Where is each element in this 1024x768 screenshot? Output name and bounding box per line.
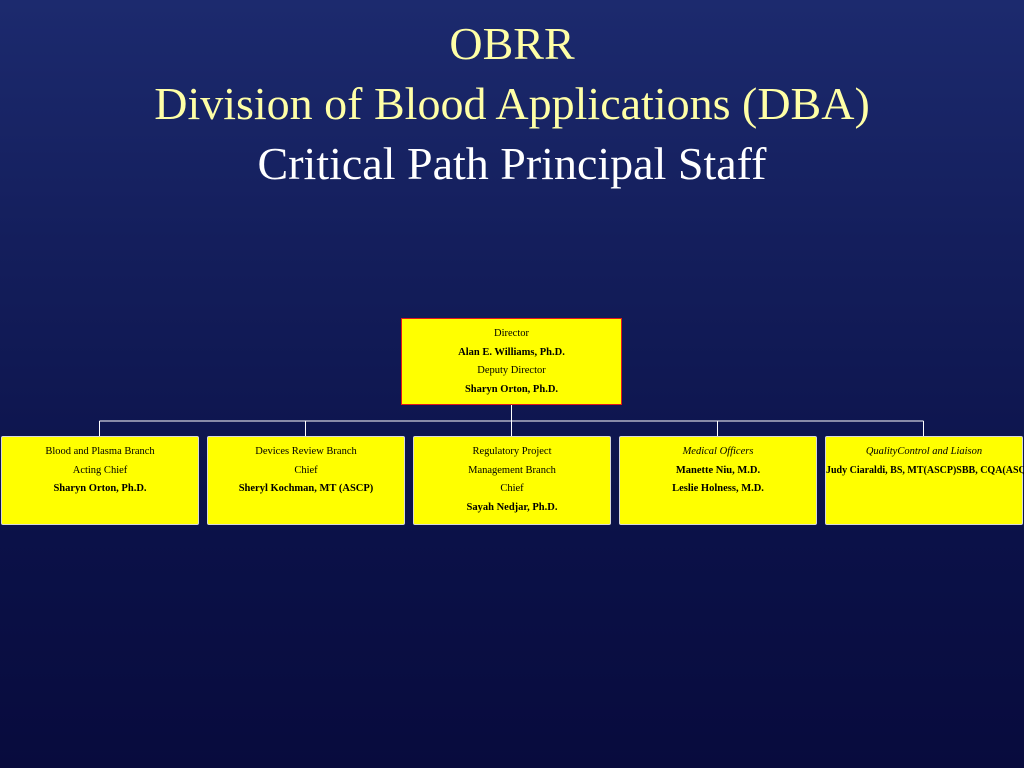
branch-chief-title: Chief xyxy=(500,483,524,494)
branch-box-quality-control: QualityControl and Liaison Judy Ciaraldi… xyxy=(825,436,1024,525)
branch-name: Devices Review Branch xyxy=(255,446,357,457)
branch-box-blood-plasma: Blood and Plasma Branch Acting Chief Sha… xyxy=(1,436,199,525)
director-role: Director xyxy=(494,328,529,339)
title-line-2: Division of Blood Applications (DBA) xyxy=(154,78,870,129)
liaison-name: Judy Ciaraldi, BS, MT(ASCP)SBB, CQA(ASQ) xyxy=(826,464,1024,476)
branch-box-devices-review: Devices Review Branch Chief Sheryl Kochm… xyxy=(207,436,405,525)
officer-name-1: Manette Niu, M.D. xyxy=(675,464,761,476)
branch-chief-name: Sharyn Orton, Ph.D. xyxy=(53,483,147,494)
branch-chief-title: Acting Chief xyxy=(72,464,128,476)
branch-name-line-2: Management Branch xyxy=(468,464,556,476)
group-title: QualityControl and Liaison xyxy=(865,446,983,457)
director-name: Alan E. Williams, Ph.D. xyxy=(458,346,565,358)
branch-chief-title: Chief xyxy=(294,464,318,476)
group-title: Medical Officers xyxy=(682,446,754,457)
branch-box-regulatory-project: Regulatory Project Management Branch Chi… xyxy=(413,436,611,525)
slide-title: OBRR Division of Blood Applications (DBA… xyxy=(0,14,1024,194)
title-line-1: OBRR xyxy=(449,18,575,69)
branch-box-medical-officers: Medical Officers Manette Niu, M.D. Lesli… xyxy=(619,436,817,525)
director-box: Director Alan E. Williams, Ph.D. Deputy … xyxy=(401,318,622,405)
branch-chief-name: Sayah Nedjar, Ph.D. xyxy=(466,501,558,513)
branch-name: Blood and Plasma Branch xyxy=(45,446,155,457)
branch-name-line-1: Regulatory Project xyxy=(472,446,552,457)
branch-chief-name: Sheryl Kochman, MT (ASCP) xyxy=(238,483,374,494)
deputy-director-name: Sharyn Orton, Ph.D. xyxy=(464,383,559,395)
deputy-director-role: Deputy Director xyxy=(477,365,546,376)
title-line-3: Critical Path Principal Staff xyxy=(257,138,767,189)
officer-name-2: Leslie Holness, M.D. xyxy=(672,483,764,494)
